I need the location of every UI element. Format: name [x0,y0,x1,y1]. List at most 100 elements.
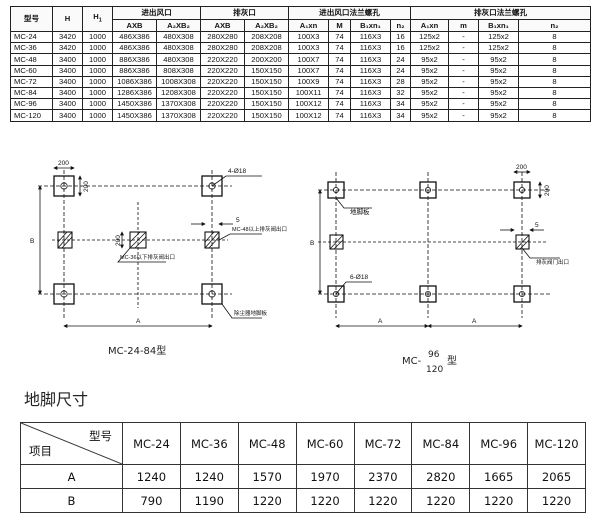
foot-plate [327,285,345,303]
spec-cell: 1000 [82,75,113,88]
foundation-model-header: MC-60 [295,422,355,465]
spec-cell: - [448,42,479,55]
spec-cell: 8 [517,75,592,88]
right-dim-a-2: A [472,318,477,325]
foundation-title: 地脚尺寸 [24,390,89,409]
spec-cell: 8 [517,42,592,55]
header-diagonal-cell: 型号 项目 [20,422,123,465]
spec-cell: 116X3 [350,42,391,55]
spec-cell: 220X220 [200,98,245,111]
right-note-plate: 地脚板 [350,207,370,216]
spec-cell: 8 [517,86,592,100]
col-inlet-flange-holes: 进出风口法兰螺孔 [288,6,411,20]
spec-cell: 16 [390,42,411,55]
right-dim-5: 5 [535,222,539,229]
spec-cell: 100X3 [288,42,329,55]
spec-model-cell: MC-72 [10,75,53,88]
left-note-lower: MC-36以下排灰阀出口 [120,253,175,261]
spec-cell: 1000 [82,109,113,122]
spec-cell: 1286X386 [112,86,157,100]
spec-cell: 208X208 [244,42,289,55]
left-note-base: 除尘器地脚板 [234,309,268,317]
spec-cell: 3400 [52,86,83,100]
spec-cell: 74 [328,64,351,77]
foundation-value-cell: 1570 [237,464,297,489]
spec-cell: 95x2 [410,86,449,100]
spec-cell: 220X220 [200,109,245,122]
left-holes: 4-Ø18 [228,168,246,175]
spec-cell: 3420 [52,42,83,55]
spec-cell: - [448,30,479,44]
foundation-model-header: MC-36 [179,422,239,465]
spec-cell: - [448,75,479,88]
spec-cell: 116X3 [350,98,391,111]
foundation-value-cell: 1220 [527,488,586,513]
spec-cell: 95x2 [478,64,519,77]
foundation-value-cell: 790 [122,488,181,513]
left-dim-5: 5 [236,217,240,224]
spec-cell: 16 [390,30,411,44]
spec-cell: 220X220 [200,75,245,88]
col-h: H [52,6,83,32]
right-note-valve: 排灰阀门出口 [536,258,569,266]
spec-cell: 74 [328,53,351,66]
right-caption-top: 96 [428,350,440,360]
spec-cell: 280X280 [200,30,245,44]
spec-cell: 34 [390,98,411,111]
spec-model-cell: MC-36 [10,42,53,55]
spec-cell: 486X386 [112,30,157,44]
spec-model-cell: MC-60 [10,64,53,77]
spec-cell: 486X386 [112,42,157,55]
spec-cell: 886X386 [112,53,157,66]
spec-cell: 1000 [82,42,113,55]
spec-cell: 8 [517,53,592,66]
foundation-row-label: B [20,488,123,513]
spec-cell: 95x2 [410,98,449,111]
spec-cell: 116X3 [350,86,391,100]
spec-cell: - [448,53,479,66]
spec-cell: 32 [390,86,411,100]
spec-cell: 116X3 [350,30,391,44]
spec-model-cell: MC-24 [10,30,53,44]
spec-cell: 886X386 [112,64,157,77]
spec-cell: 3400 [52,109,83,122]
spec-cell: 116X3 [350,75,391,88]
spec-cell: 125x2 [410,42,449,55]
spec-cell: 1000 [82,64,113,77]
spec-cell: 8 [517,30,592,44]
right-dim-b: B [310,240,314,247]
foot-plate [201,175,223,197]
foundation-row-label: A [20,464,123,489]
foundation-value-cell: 1190 [179,488,239,513]
spec-cell: 3400 [52,64,83,77]
spec-subheader-cell: n₂ [517,19,592,32]
spec-cell: 74 [328,109,351,122]
foundation-model-header: MC-96 [469,422,529,465]
spec-subheader-cell: A₂XB₂ [156,19,201,32]
spec-cell: 100X11 [288,86,329,100]
foundation-value-cell: 1220 [353,488,413,513]
left-dim-200-top: 200 [58,160,69,167]
foundation-model-header: MC-72 [353,422,413,465]
foundation-value-cell: 2820 [411,464,471,489]
left-dim-200-inner: 200 [115,235,122,246]
right-holes: 6-Ø18 [350,274,368,281]
spec-cell: 95x2 [410,64,449,77]
spec-cell: 808X308 [156,64,201,77]
spec-cell: 100X12 [288,98,329,111]
left-caption: MC-24-84型 [108,344,166,357]
spec-cell: 1008X308 [156,75,201,88]
right-dim-200-side: 200 [544,185,551,196]
foundation-value-cell: 1220 [469,488,529,513]
spec-model-cell: MC-96 [10,98,53,111]
spec-subheader-cell: M [328,19,351,32]
spec-cell: 150X150 [244,86,289,100]
spec-cell: 1000 [82,30,113,44]
spec-cell: 1370X308 [156,109,201,122]
col-model: 型号 [10,6,53,32]
foot-plate [513,285,531,303]
